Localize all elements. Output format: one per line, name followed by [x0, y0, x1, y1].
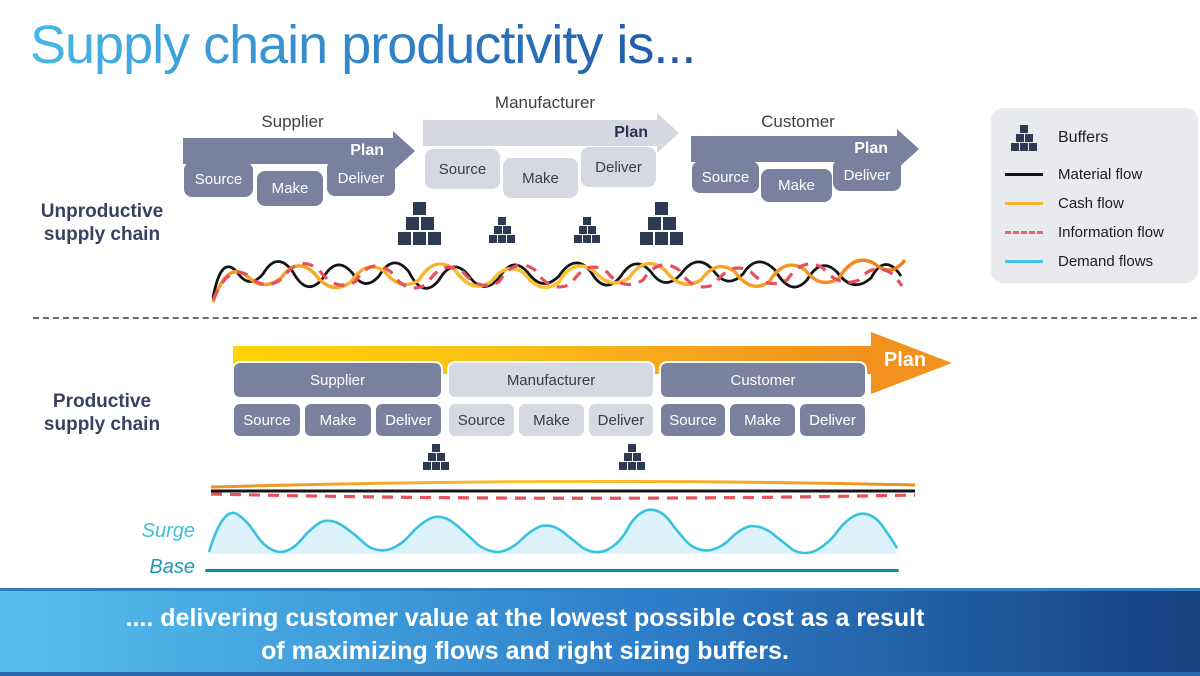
buffer-icon: [398, 202, 441, 245]
supplier-deliver-box: Deliver: [374, 402, 443, 438]
productive-flows-chart: [210, 479, 916, 500]
supplier-source-box: Source: [184, 162, 253, 197]
base-label: Base: [149, 556, 195, 578]
arrow-head-icon: [897, 129, 919, 169]
legend-item-cash-flow: Cash flow: [1005, 189, 1198, 218]
supplier-title: Supplier: [261, 112, 324, 131]
cash-flow-line: [210, 479, 916, 489]
customer-deliver-box: Deliver: [833, 159, 901, 191]
customer-make-box: Make: [728, 402, 797, 438]
customer-deliver-box: Deliver: [798, 402, 867, 438]
buffer-icon: [489, 217, 515, 243]
banner-text: .... delivering customer value at the lo…: [0, 602, 1050, 668]
manufacturer-deliver-box: Deliver: [587, 402, 655, 438]
supplier-plan-arrow: Plan: [183, 131, 415, 171]
supplier-deliver-box: Deliver: [327, 160, 395, 196]
plan-label: Plan: [350, 142, 384, 159]
customer-plan-arrow: Plan: [691, 129, 919, 169]
manufacturer-title: Manufacturer: [494, 93, 596, 112]
supplier-source-box: Source: [232, 402, 302, 438]
manufacturer-source-box: Source: [425, 149, 500, 189]
plan-label: Plan: [854, 140, 888, 157]
unproductive-label-line2: supply chain: [43, 224, 161, 245]
productive-label-line1: Productive: [52, 391, 152, 412]
productive-customer-box: Customer: [659, 361, 867, 399]
legend-label: Material flow: [1058, 166, 1143, 183]
manufacturer-make-box: Make: [503, 158, 578, 198]
manufacturer-plan-arrow: Plan: [423, 113, 679, 153]
supplier-make-box: Make: [257, 171, 323, 206]
plan-label: Plan: [614, 124, 648, 141]
base-demand-line: [205, 569, 899, 572]
supplier-make-box: Make: [303, 402, 373, 438]
unproductive-label-line1: Unproductive: [40, 201, 164, 222]
buffer-icon: [423, 444, 449, 470]
banner-line1: .... delivering customer value at the lo…: [125, 604, 925, 632]
legend-item-buffers: Buffers: [1005, 116, 1198, 160]
surge-line: [207, 508, 899, 555]
customer-title: Customer: [761, 112, 835, 131]
section-divider: [33, 317, 1197, 319]
legend-label: Cash flow: [1058, 195, 1124, 212]
legend-item-demand-flows: Demand flows: [1005, 247, 1198, 276]
manufacturer-source-box: Source: [447, 402, 516, 438]
information-flow-line: [210, 492, 916, 500]
buffer-icon: [640, 202, 683, 245]
buffer-icon: [619, 444, 645, 470]
legend-label: Information flow: [1058, 224, 1164, 241]
unproductive-flows-chart: [211, 258, 907, 303]
arrow-head-icon: [393, 131, 415, 171]
information-flow-wave: [211, 262, 904, 301]
demand-flow-swatch: [1005, 260, 1043, 263]
customer-source-box: Source: [692, 161, 759, 193]
productive-manufacturer-box: Manufacturer: [447, 361, 655, 399]
customer-make-box: Make: [761, 169, 832, 202]
productive-section-label: Productive supply chain: [12, 390, 192, 436]
plan-arrow-head-icon: [871, 332, 952, 394]
legend-panel: Buffers Material flow Cash flow Informat…: [991, 108, 1198, 283]
manufacturer-make-box: Make: [517, 402, 586, 438]
productive-label-line2: supply chain: [43, 414, 161, 435]
banner-line2: of maximizing flows and right sizing buf…: [261, 637, 789, 665]
legend-item-material-flow: Material flow: [1005, 160, 1198, 189]
surge-label: Surge: [141, 520, 195, 542]
plan-label: Plan: [883, 349, 927, 371]
legend-label: Demand flows: [1058, 253, 1154, 270]
legend-item-information-flow: Information flow: [1005, 218, 1198, 247]
material-flow-swatch: [1005, 173, 1043, 176]
information-flow-swatch: [1005, 231, 1043, 234]
surge-fill: [209, 509, 897, 554]
page-title: Supply chain productivity is...: [30, 15, 696, 75]
demand-surge-chart: [207, 508, 899, 555]
legend-label: Buffers: [1058, 129, 1109, 146]
bottom-banner: .... delivering customer value at the lo…: [0, 588, 1200, 676]
unproductive-section-label: Unproductive supply chain: [12, 200, 192, 246]
manufacturer-deliver-box: Deliver: [581, 147, 656, 187]
buffer-icon: [574, 217, 600, 243]
buffers-icon: [1011, 125, 1037, 151]
cash-flow-swatch: [1005, 202, 1043, 205]
productive-supplier-box: Supplier: [232, 361, 443, 399]
arrow-head-icon: [657, 113, 679, 153]
customer-source-box: Source: [659, 402, 727, 438]
cash-flow-wave: [211, 258, 907, 303]
